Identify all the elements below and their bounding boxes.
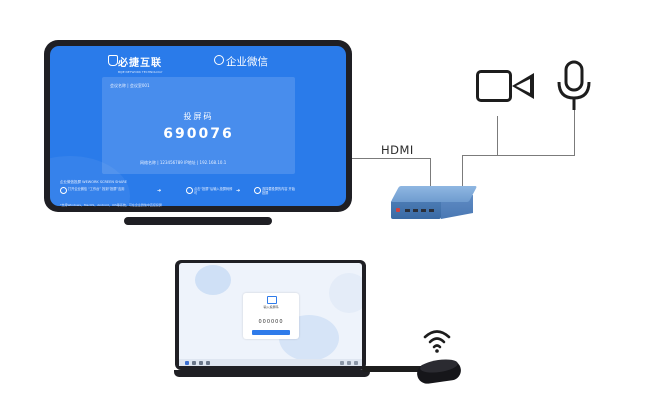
- taskbar-app-icon[interactable]: [192, 360, 196, 365]
- tray-icon[interactable]: [340, 360, 344, 365]
- tray-icon[interactable]: [354, 360, 358, 365]
- microphone-icon: [557, 60, 591, 110]
- dialog-title: 输入投屏码: [263, 305, 279, 309]
- hdmi-cable-drop: [430, 158, 431, 188]
- step-3-icon: [254, 187, 261, 194]
- tray-icon[interactable]: [347, 360, 351, 365]
- power-led: [396, 208, 400, 212]
- arrow-right-icon: ➜: [157, 188, 162, 194]
- code-value: 690076: [163, 126, 234, 142]
- audio-port: [429, 209, 434, 212]
- hdmi-label: HDMI: [381, 143, 414, 157]
- code-panel: [102, 77, 295, 174]
- network-info: 网络名称 | 123456789 IP地址 | 192.168.10.1: [140, 160, 227, 165]
- usb-port: [405, 209, 410, 212]
- code-label: 投屏码: [183, 112, 214, 121]
- wecom-logo-icon: [214, 55, 224, 65]
- mini-pc-top: [390, 186, 478, 202]
- start-icon[interactable]: [185, 360, 189, 365]
- usb-port: [413, 209, 418, 212]
- taskbar: [179, 359, 362, 366]
- peripheral-drop-line: [462, 155, 463, 188]
- step-2-text: 点击“投屏”后输入投屏码即可: [194, 187, 233, 195]
- wecom-name: 企业微信: [226, 56, 268, 68]
- code-input[interactable]: 000000: [258, 319, 284, 325]
- taskbar-app-icon[interactable]: [199, 360, 203, 365]
- taskbar-app-icon[interactable]: [206, 360, 210, 365]
- display-screen: [50, 46, 346, 206]
- dongle-cable: [362, 366, 430, 372]
- brand-title: 必捷互联: [118, 58, 162, 69]
- step-3-text: 选择要投屏的内容 开始投屏: [262, 187, 295, 195]
- camera-icon: [476, 70, 512, 102]
- camera-lens-inner: [516, 79, 530, 93]
- screen-share-icon: [267, 296, 277, 304]
- brand-subtitle: BIJIE NETWORK TECHNOLOGY: [118, 70, 163, 74]
- step-2-icon: [186, 187, 193, 194]
- arrow-right-icon: ➜: [236, 188, 241, 194]
- footnote: *支持Windows、MacOS、Android、iOS等系统，可在企业微信中直…: [60, 203, 162, 207]
- usb-port: [421, 209, 426, 212]
- display-stand: [124, 217, 272, 225]
- mic-line: [574, 110, 575, 156]
- hdmi-cable-line: [352, 158, 430, 159]
- brand-logo-icon: [108, 55, 118, 66]
- wifi-icon: [423, 330, 451, 353]
- steps-title: 企业微信投屏 WEWORK SCREEN SHARE: [60, 180, 127, 184]
- step-1-icon: [60, 187, 67, 194]
- brand-name: 必捷互联 BIJIE NETWORK TECHNOLOGY: [118, 54, 162, 74]
- step-1-text: 打开企业微信 “工作台” 找到“投屏”应用: [68, 187, 125, 191]
- confirm-button[interactable]: [252, 330, 290, 335]
- laptop-base: [174, 370, 370, 377]
- camera-line: [497, 116, 498, 156]
- peripheral-bus-line: [462, 155, 575, 156]
- room-label: 会议名称 | 会议室001: [110, 83, 150, 88]
